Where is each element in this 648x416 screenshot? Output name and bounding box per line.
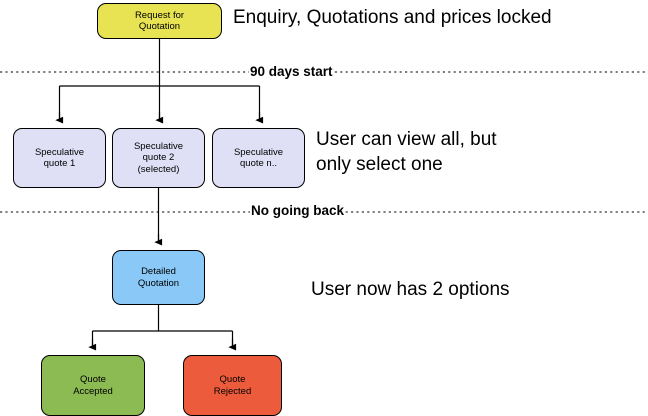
node-quote-accepted-label: Quote Accepted <box>73 374 113 397</box>
arrowheads-speculative <box>55 112 264 124</box>
edge-detailed-to-outcomes <box>91 305 234 346</box>
node-request-for-quotation-label: Request for Quotation <box>134 9 185 32</box>
annotation-enquiry-prices-locked: Enquiry, Quotations and prices locked <box>233 7 552 28</box>
arrowheads-outcomes <box>88 339 237 351</box>
node-quote-accepted[interactable]: Quote Accepted <box>41 355 145 416</box>
node-detailed-quotation-label: Detailed Quotation <box>137 266 180 289</box>
node-speculative-quote-n[interactable]: Speculative quote n.. <box>212 128 305 188</box>
node-speculative-quote-2-selected[interactable]: Speculative quote 2 (selected) <box>112 128 205 188</box>
node-quote-rejected[interactable]: Quote Rejected <box>183 355 282 416</box>
annotation-two-options: User now has 2 options <box>311 279 510 300</box>
annotation-view-all-select-one: User can view all, but only select one <box>316 129 497 176</box>
edge-rfq-to-speculative <box>58 39 261 119</box>
phase-divider-label-no-going-back: No going back <box>250 203 346 218</box>
node-speculative-quote-1-label: Speculative quote 1 <box>34 146 85 169</box>
node-speculative-quote-1[interactable]: Speculative quote 1 <box>13 128 106 188</box>
phase-divider-label-90-days-start: 90 days start <box>249 64 334 79</box>
node-detailed-quotation[interactable]: Detailed Quotation <box>112 250 205 305</box>
node-speculative-quote-n-label: Speculative quote n.. <box>233 146 284 169</box>
node-request-for-quotation[interactable]: Request for Quotation <box>97 3 222 39</box>
node-speculative-quote-2-label: Speculative quote 2 (selected) <box>133 141 184 175</box>
node-quote-rejected-label: Quote Rejected <box>213 374 252 397</box>
